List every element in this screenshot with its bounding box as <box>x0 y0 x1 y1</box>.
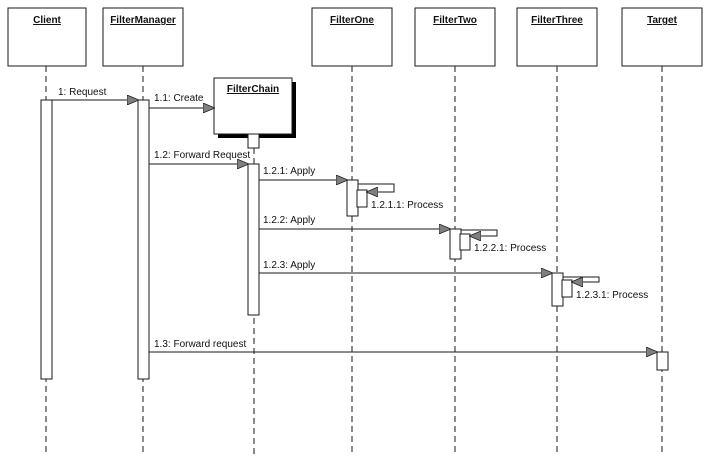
object-client: Client <box>7 7 87 67</box>
message-create-label: 1.1: Create <box>154 93 204 104</box>
object-client-label: Client <box>33 15 61 26</box>
message-request-label: 1: Request <box>58 87 107 98</box>
object-target: Target <box>621 7 703 67</box>
activation-filter-two <box>449 228 462 260</box>
object-filter-manager-label: FilterManager <box>110 15 176 26</box>
object-filter-manager: FilterManager <box>102 7 184 67</box>
activation-filter-one <box>346 179 359 217</box>
activation-target <box>656 351 669 371</box>
object-filter-one-label: FilterOne <box>330 15 374 26</box>
activation-filter-two-nested <box>459 233 471 251</box>
object-filter-three: FilterThree <box>516 7 598 67</box>
object-filter-chain: FilterChain <box>213 77 296 138</box>
object-target-label: Target <box>647 15 677 26</box>
message-process-one-arrow <box>358 183 395 192</box>
message-forward-target-label: 1.3: Forward request <box>154 339 246 350</box>
activation-filter-three-nested <box>561 279 573 298</box>
activation-filter-manager <box>137 99 150 380</box>
object-filter-two-label: FilterTwo <box>433 15 477 26</box>
message-process-one-label: 1.2.1.1: Process <box>371 200 443 211</box>
activation-client <box>40 99 53 380</box>
object-filter-three-label: FilterThree <box>531 15 583 26</box>
message-forward-request-label: 1.2: Forward Request <box>154 150 250 161</box>
message-apply-three-label: 1.2.3: Apply <box>263 260 315 271</box>
message-process-two-label: 1.2.2.1: Process <box>474 243 546 254</box>
object-filter-two: FilterTwo <box>414 7 496 67</box>
message-process-three-arrow <box>563 276 600 282</box>
object-filter-chain-label: FilterChain <box>227 84 279 95</box>
activation-filter-three <box>551 272 564 307</box>
activation-filter-chain <box>247 163 260 316</box>
message-process-three-label: 1.2.3.1: Process <box>576 290 648 301</box>
activation-filter-chain-small <box>247 133 260 149</box>
activation-filter-one-nested <box>356 189 368 208</box>
message-apply-two-label: 1.2.2: Apply <box>263 215 315 226</box>
message-process-two-arrow <box>461 229 498 236</box>
object-filter-one: FilterOne <box>311 7 393 67</box>
message-apply-one-label: 1.2.1: Apply <box>263 166 315 177</box>
